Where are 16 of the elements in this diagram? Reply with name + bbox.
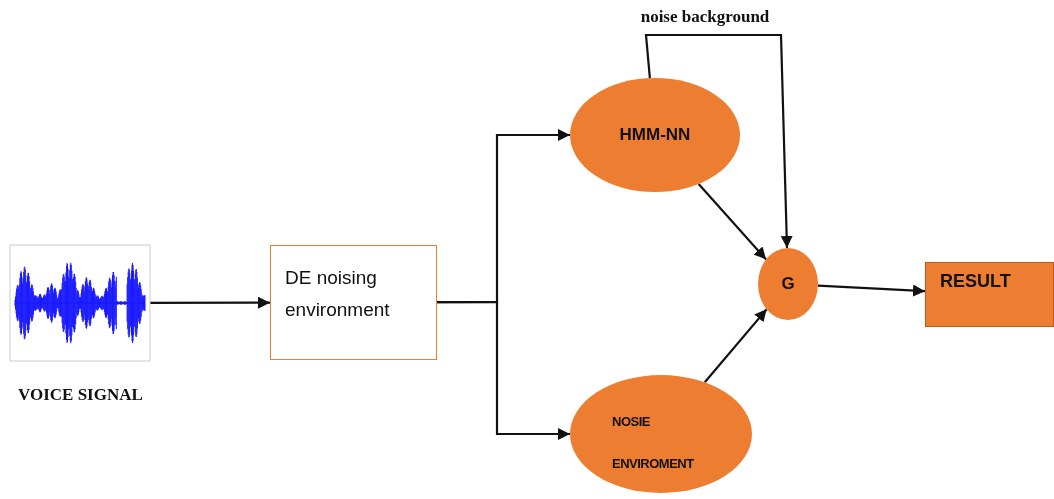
arrow bbox=[437, 300, 570, 440]
arrow bbox=[697, 183, 767, 261]
arrow bbox=[644, 33, 793, 249]
node-label: RESULT bbox=[940, 271, 1011, 293]
node-label: DE noising environment bbox=[285, 266, 391, 323]
node-label: NOSIE ENVIROMENT bbox=[612, 413, 695, 473]
process-box bbox=[270, 245, 437, 360]
edge-label: noise background bbox=[638, 7, 772, 27]
node-label: G bbox=[780, 273, 796, 295]
result-box bbox=[925, 262, 1054, 327]
junction-circle bbox=[758, 248, 818, 320]
arrow bbox=[817, 284, 926, 297]
arrow bbox=[703, 308, 768, 383]
node-label: HMM-NN bbox=[618, 124, 692, 146]
node-label: VOICE SIGNAL bbox=[18, 385, 143, 406]
arrow bbox=[150, 296, 270, 309]
